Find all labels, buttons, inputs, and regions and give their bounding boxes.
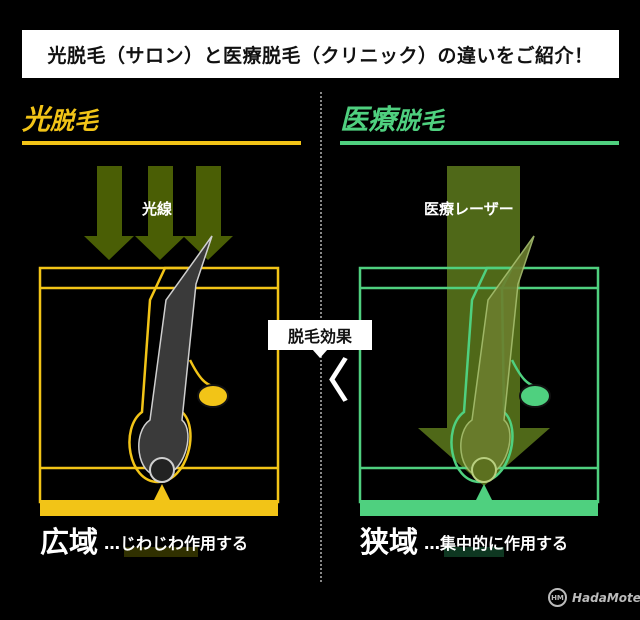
less-than-comparison-icon: 〈: [303, 354, 349, 408]
light-beam-arrow-3: [183, 166, 233, 260]
light-beam-label: 光線: [142, 200, 173, 218]
hair-follicle-right: [450, 235, 551, 484]
sebaceous-gland-right: [519, 384, 551, 408]
sebaceous-gland-left: [197, 384, 229, 408]
heading-medical-hair-removal: 医療脱毛: [340, 98, 444, 138]
page-title: 光脱毛（サロン）と医療脱毛（クリニック）の違いをご紹介！: [22, 30, 619, 78]
hair-removal-effect-badge: 脱毛効果: [268, 320, 372, 350]
hair-follicle-left: [128, 235, 229, 484]
light-beam-arrow-1: [84, 166, 134, 260]
skin-base-band-right: [360, 500, 598, 516]
heading-underline-right: [340, 141, 619, 145]
caption-left-sub: …じわじわ作用する: [104, 530, 248, 557]
caption-left-main: 広域: [40, 525, 99, 559]
caption-right-sub-text: …集中的に作用する: [424, 534, 569, 553]
signal-spark-right: [476, 484, 492, 500]
badge-pointer: [312, 349, 328, 358]
hair-bulb-left: [149, 457, 175, 483]
hair-bulb-right: [471, 457, 497, 483]
light-beam-arrow-2: [135, 166, 185, 260]
heading-light-hair-removal: 光脱毛: [22, 98, 98, 138]
caption-right-main: 狭域: [360, 525, 419, 559]
sebaceous-duct-left: [188, 359, 213, 388]
hadamote-logo-icon: HM: [548, 588, 567, 607]
caption-right-sub: …集中的に作用する: [424, 530, 568, 557]
hadamote-logo: HM HadaMote: [548, 588, 640, 607]
caption-left: 広域 …じわじわ作用する: [40, 528, 248, 557]
hair-shaft-left: [138, 235, 213, 477]
laser-beam-label: 医療レーザー: [424, 200, 514, 218]
signal-spark-left: [154, 484, 170, 500]
hadamote-logo-text: HadaMote: [572, 590, 640, 605]
light-beam-arrows: [84, 166, 233, 260]
skin-base-band-left: [40, 500, 278, 516]
heading-underline-left: [22, 141, 301, 145]
caption-left-sub-text: …じわじわ作用する: [104, 534, 249, 553]
heading-light-rest: 脱毛: [50, 107, 99, 135]
heading-medical-rest: 脱毛: [396, 107, 445, 135]
heading-light-first: 光: [22, 103, 51, 136]
heading-medical-first: 医療: [340, 103, 397, 136]
caption-right: 狭域 …集中的に作用する: [360, 528, 568, 557]
